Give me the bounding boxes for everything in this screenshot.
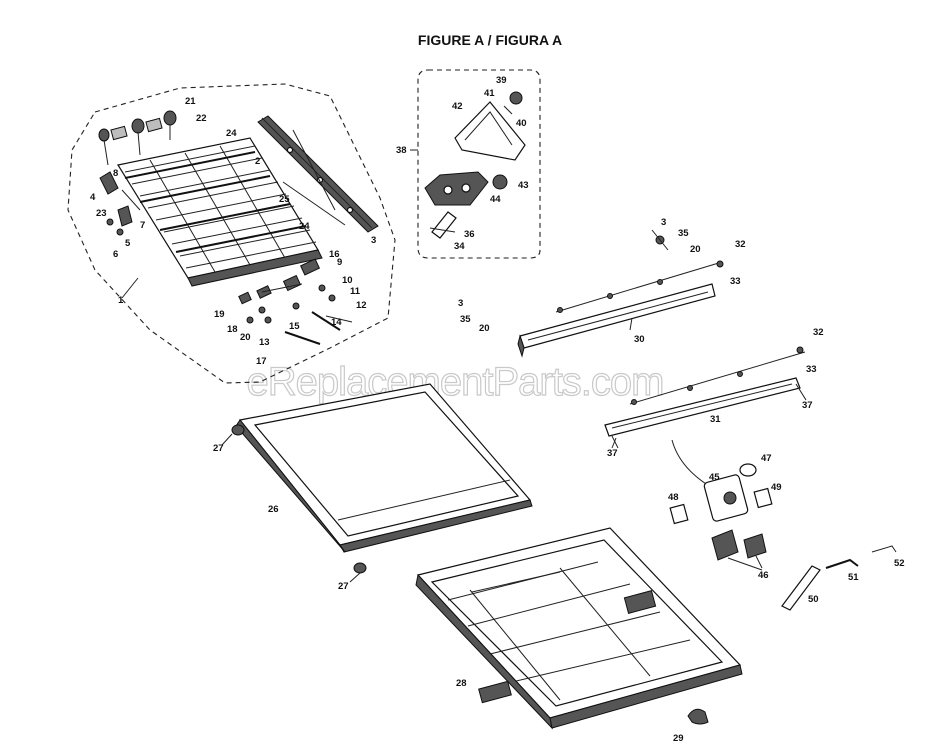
callout-34: 34 (454, 241, 465, 252)
clamp-parts-21-22 (98, 110, 177, 166)
callout-41: 41 (484, 88, 495, 99)
callout-1: 1 (118, 295, 124, 306)
callout-16: 16 (329, 249, 340, 260)
callout-13: 13 (259, 337, 270, 348)
callout-22: 22 (196, 113, 207, 124)
callout-47: 47 (761, 453, 772, 464)
rail-part-31 (604, 346, 807, 449)
callout-26: 26 (268, 504, 279, 515)
figure-title: FIGURE A / FIGURA A (418, 32, 562, 48)
watermark-text: eReplacementParts.com (247, 360, 664, 404)
callout-32b: 32 (813, 327, 824, 338)
callout-45: 45 (709, 472, 720, 483)
callout-43: 43 (518, 180, 529, 191)
callout-20b: 20 (690, 244, 701, 255)
callout-12: 12 (356, 300, 367, 311)
callout-6: 6 (113, 249, 118, 260)
callout-28: 28 (456, 678, 467, 689)
callout-39: 39 (496, 75, 507, 86)
callout-46: 46 (758, 570, 769, 581)
callout-14: 14 (331, 317, 342, 328)
callout-52: 52 (894, 558, 905, 569)
callout-35b: 35 (460, 314, 471, 325)
motor-assembly (669, 439, 773, 571)
rail-part-30 (517, 229, 724, 358)
assembly-38-boundary (417, 69, 541, 259)
callout-3a: 3 (371, 235, 376, 246)
callout-15: 15 (289, 321, 300, 332)
callout-48: 48 (668, 492, 679, 503)
callout-18: 18 (227, 324, 238, 335)
callout-17: 17 (256, 356, 267, 367)
leader-lines (121, 277, 617, 449)
callout-37a: 37 (802, 400, 813, 411)
callout-33a: 33 (730, 276, 741, 287)
base-tray-part-28 (415, 527, 743, 730)
tool-parts-50-52 (781, 545, 897, 611)
assembly-1-boundary (67, 83, 396, 384)
rail-part-2 (257, 115, 379, 233)
callout-23: 23 (96, 208, 107, 219)
callout-11: 11 (350, 286, 361, 297)
callout-27b: 27 (338, 581, 349, 592)
callout-24b: 24 (299, 221, 310, 232)
callout-9: 9 (337, 257, 342, 268)
callout-19: 19 (214, 309, 225, 320)
callout-38: 38 (396, 145, 407, 156)
fence-assembly-group (410, 69, 541, 259)
callout-8: 8 (113, 168, 118, 179)
callout-3c: 3 (458, 298, 463, 309)
callout-21: 21 (185, 96, 196, 107)
callout-7: 7 (140, 220, 145, 231)
callout-49: 49 (771, 482, 782, 493)
callout-44: 44 (490, 194, 501, 205)
callout-51: 51 (848, 572, 859, 583)
callout-10: 10 (342, 275, 353, 286)
table-top-assembly-group (67, 83, 396, 384)
callout-30: 30 (634, 334, 645, 345)
lower-hardware (238, 258, 353, 345)
callout-25: 25 (279, 194, 290, 205)
callout-32a: 32 (735, 239, 746, 250)
callout-31: 31 (710, 414, 721, 425)
callout-27a: 27 (213, 443, 224, 454)
callout-2: 2 (255, 156, 260, 167)
callout-35a: 35 (678, 228, 689, 239)
callout-42: 42 (452, 101, 463, 112)
left-hardware (99, 171, 141, 236)
callout-36: 36 (464, 229, 475, 240)
clip-part-29 (687, 708, 709, 725)
callout-29: 29 (673, 733, 684, 744)
callout-20c: 20 (479, 323, 490, 334)
callout-5: 5 (125, 238, 131, 249)
callout-33b: 33 (806, 364, 817, 375)
callout-4: 4 (90, 192, 96, 203)
callout-24a: 24 (226, 128, 237, 139)
callout-37b: 37 (607, 448, 618, 459)
tabletop-grid (117, 137, 323, 287)
callout-50: 50 (808, 594, 819, 605)
callout-40: 40 (516, 118, 527, 129)
callout-labels: 1 2 3 4 5 6 7 8 9 10 11 12 13 14 15 16 1… (90, 75, 905, 744)
callout-3b: 3 (661, 217, 666, 228)
frame-part-26 (221, 383, 533, 583)
callout-20a: 20 (240, 332, 251, 343)
